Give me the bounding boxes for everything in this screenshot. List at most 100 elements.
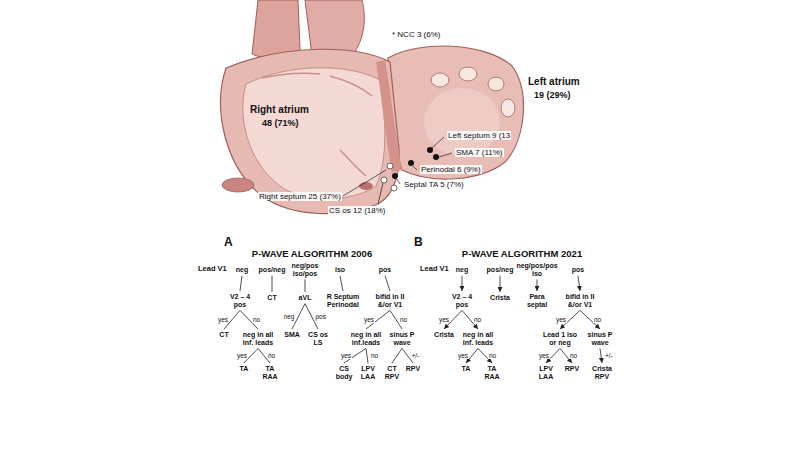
pulmonary-vein-ostium xyxy=(488,77,504,91)
pulmonary-vein-ostium xyxy=(431,73,449,87)
leader-line xyxy=(343,170,386,196)
figure-label: 48 (71%) xyxy=(262,118,299,128)
branch-label: no xyxy=(399,316,408,323)
branch-label: yes xyxy=(217,316,229,323)
branch-label: neg xyxy=(283,313,296,320)
step-text: R Septum Perinodal xyxy=(324,293,362,308)
flow-step: TA RAA xyxy=(480,364,504,381)
step-text: CS body xyxy=(333,365,355,380)
flow-step: TA xyxy=(461,364,472,374)
step-text: neg in all inf. leads xyxy=(241,331,275,346)
figure-label: 19 (29%) xyxy=(534,90,571,100)
step-text: neg xyxy=(456,266,468,274)
algorithm-title: P-WAVE ALGORITHM 2021 xyxy=(462,249,582,260)
figure-label: Right atrium xyxy=(250,104,309,116)
flow-step: iso xyxy=(334,265,346,275)
branch-label: yes xyxy=(457,352,469,359)
flow-connector xyxy=(537,279,538,291)
branch-label: yes xyxy=(538,352,550,359)
branch-label: yes xyxy=(236,352,248,359)
branch-label: +/- xyxy=(411,352,421,359)
figure-label: SMA 7 (11%) xyxy=(455,148,504,157)
focus-dot-open xyxy=(387,163,393,169)
step-text: TA xyxy=(462,365,471,373)
figure-label: Perinodal 6 (9%) xyxy=(420,165,482,174)
branch-label: no xyxy=(473,316,482,323)
leader-line xyxy=(378,183,383,204)
flow-step: neg in all inf. leads xyxy=(240,330,276,347)
leader-line xyxy=(439,153,452,157)
branch-label: yes xyxy=(555,316,567,323)
figure-label: Septal TA 5 (7%) xyxy=(403,180,465,189)
algorithm-title: P-WAVE ALGORITHM 2006 xyxy=(252,249,372,260)
focus-dot xyxy=(392,173,398,179)
flow-step: LPV LAA xyxy=(356,364,380,381)
step-text: bifid in II &/or V1 xyxy=(559,293,601,308)
flow-step: neg/pos/pos iso xyxy=(514,261,560,278)
branch-label: pos xyxy=(315,313,327,320)
step-text: LPV LAA xyxy=(357,365,379,380)
figure-label: Left septum 9 (13 xyxy=(447,131,511,140)
branch-label: yes xyxy=(363,316,375,323)
flow-step: pos xyxy=(571,265,585,275)
step-text: pos xyxy=(379,266,391,274)
flow-connector xyxy=(500,276,501,292)
focus-dot xyxy=(408,160,414,166)
branch-label: no xyxy=(370,352,379,359)
branch-label: yes xyxy=(438,316,450,323)
right-atrium-cavity xyxy=(243,68,385,199)
flow-step: CT xyxy=(218,330,229,340)
flow-step: sinus P wave xyxy=(584,330,616,347)
flow-step: bifid in II &/or V1 xyxy=(368,292,412,309)
step-text: CT xyxy=(267,294,276,302)
flow-connector xyxy=(461,276,462,291)
flow-step: V2 – 4 pos xyxy=(226,292,254,309)
step-text: pos xyxy=(572,266,584,274)
left-atrium-wall xyxy=(388,46,523,179)
branch-label: no xyxy=(267,352,276,359)
step-text: sinus P wave xyxy=(387,331,417,346)
step-text: RPV xyxy=(565,365,579,373)
leader-line xyxy=(413,166,417,170)
flow-step: Lead 1 iso or neg xyxy=(541,330,579,347)
figure-label: A xyxy=(224,236,233,250)
step-text: CT xyxy=(219,331,228,339)
figure-label: Right septum 25 (37%) xyxy=(258,192,342,201)
flow-step: RPV xyxy=(564,364,580,374)
flow-connector xyxy=(272,276,273,292)
branch-label: no xyxy=(488,352,497,359)
flow-connector xyxy=(340,276,343,291)
step-text: iso xyxy=(335,266,345,274)
step-text: Crista RPV xyxy=(589,365,615,380)
pulmonary-vein-ostium xyxy=(459,67,477,81)
flow-connector xyxy=(385,276,390,291)
branch-label: no xyxy=(252,316,261,323)
step-text: Para septal xyxy=(522,293,552,308)
branch-label: no xyxy=(593,316,602,323)
superior-vena-cava xyxy=(252,0,300,58)
flow-step: CT xyxy=(266,293,277,303)
branch-label: +/- xyxy=(604,352,614,359)
flow-step: Crista RPV xyxy=(588,364,616,381)
step-text: V2 – 4 pos xyxy=(227,293,253,308)
focus-dot xyxy=(433,154,439,160)
step-text: CS os LS xyxy=(306,331,330,346)
flow-connector xyxy=(366,348,368,363)
flow-step: Para septal xyxy=(521,292,553,309)
flow-step: RPV xyxy=(405,364,421,374)
left-atrium-cavity xyxy=(424,88,500,156)
flow-step: neg xyxy=(235,265,249,275)
figure-label: Left atrium xyxy=(528,76,580,88)
flow-step: CT RPV xyxy=(380,364,404,381)
flow-connector xyxy=(305,279,306,292)
step-text: Crista xyxy=(434,331,454,339)
step-text: TA RAA xyxy=(481,365,503,380)
branch-label: no xyxy=(569,352,578,359)
flow-step: CS body xyxy=(332,364,356,381)
step-text: TA RAA xyxy=(259,365,281,380)
figure-label: Lead V1 xyxy=(420,265,449,274)
flow-step: pos/neg xyxy=(486,265,515,275)
